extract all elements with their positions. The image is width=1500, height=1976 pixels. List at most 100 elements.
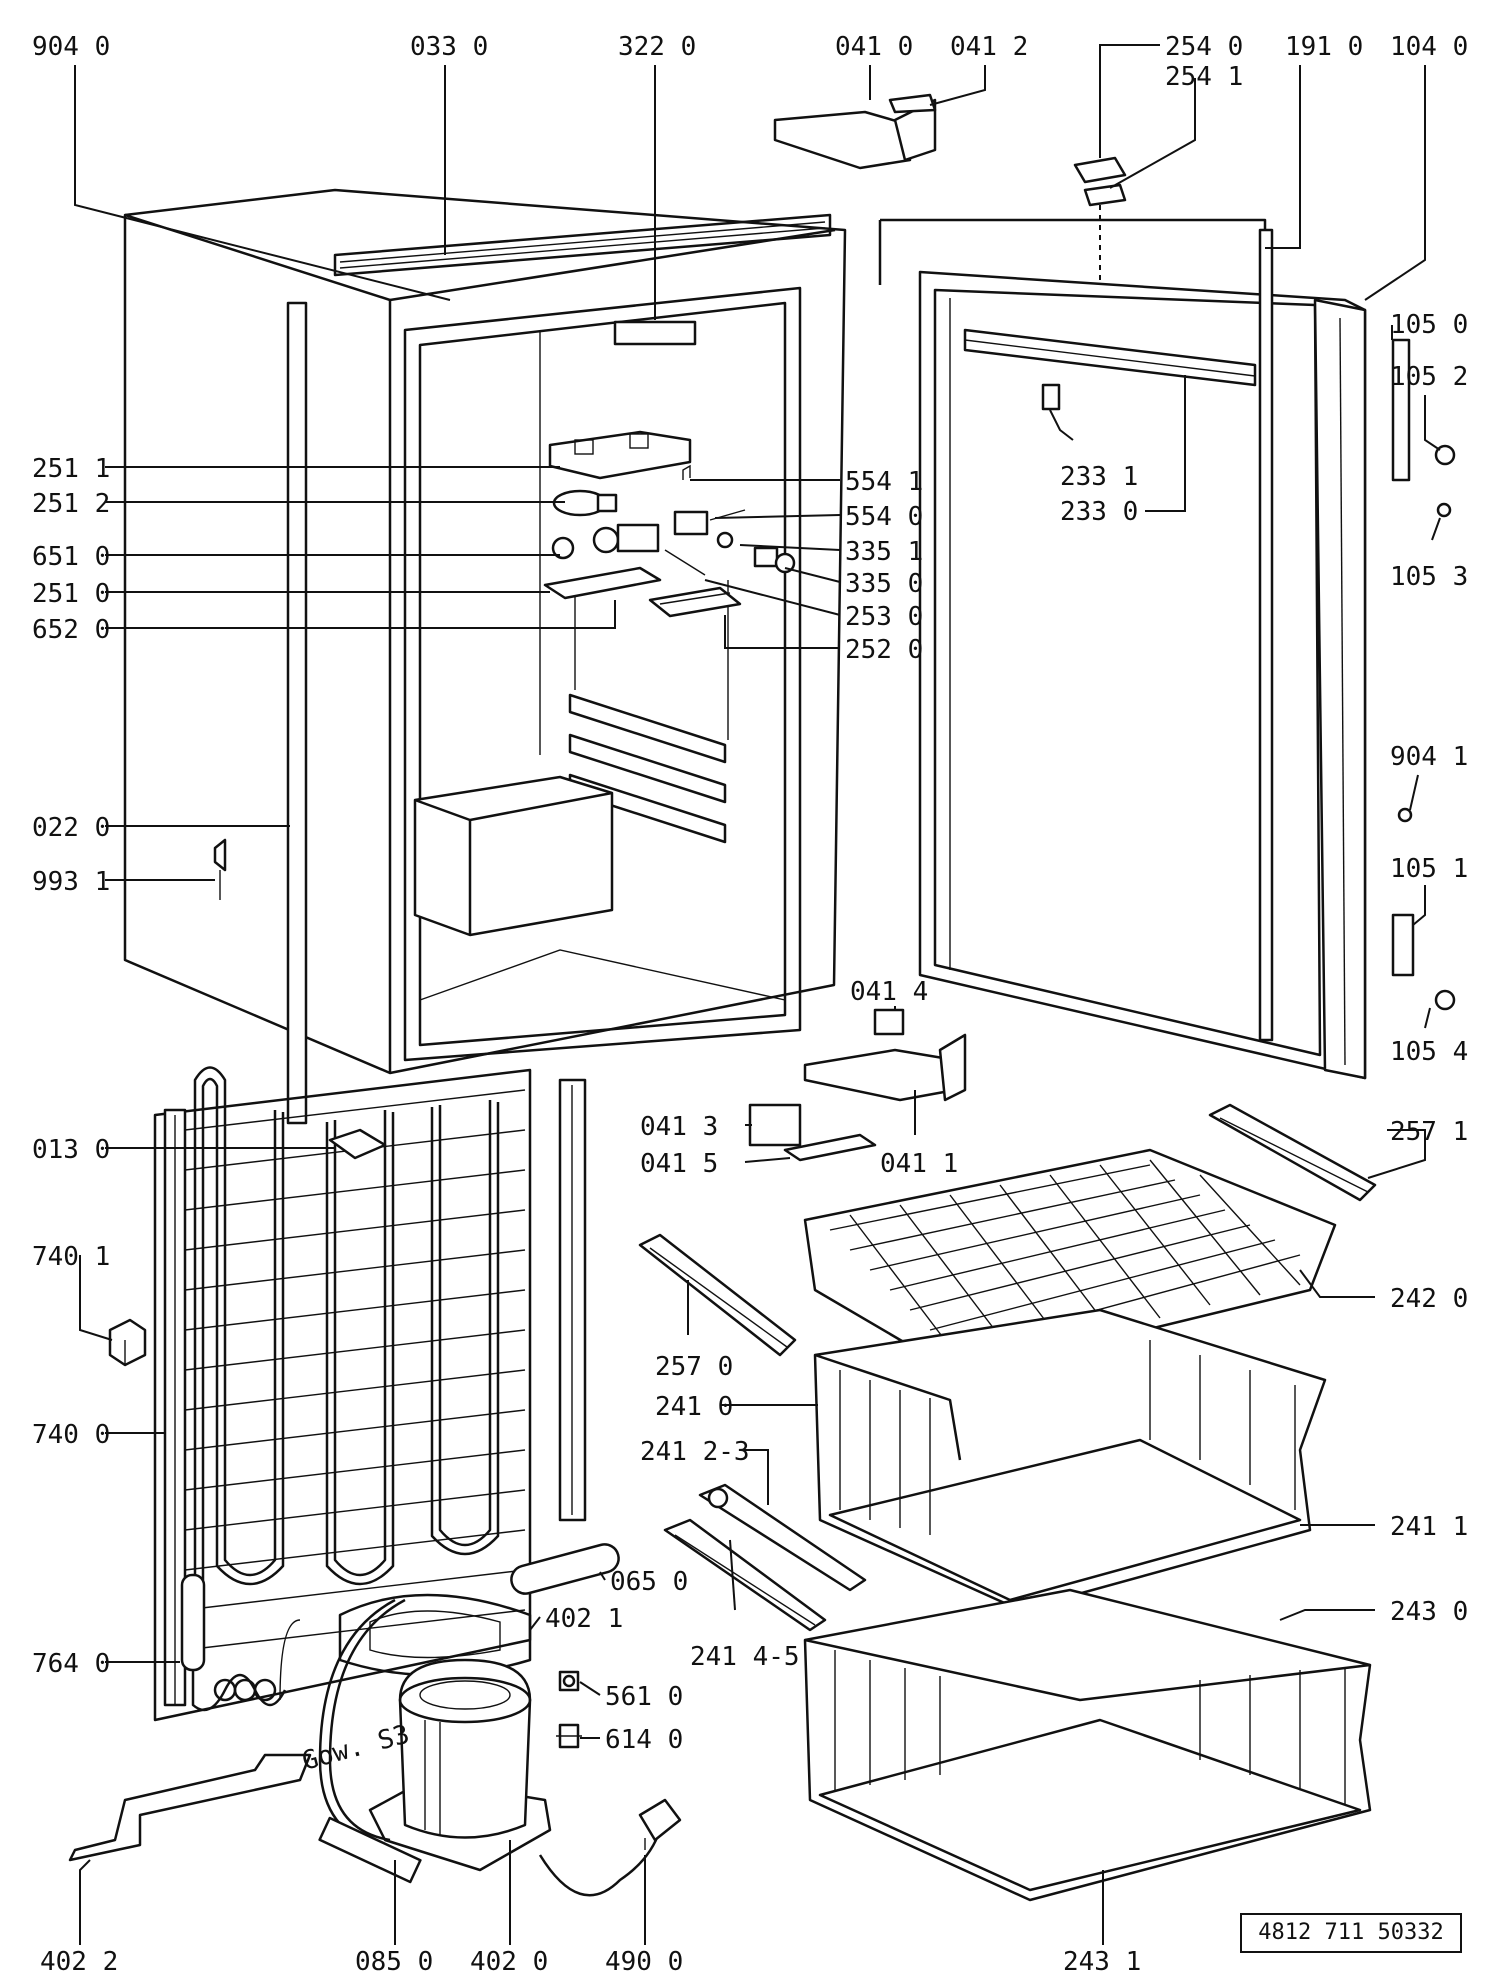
- cover-041-4: [873, 1008, 905, 1036]
- label-554-1: 554 1: [845, 467, 923, 497]
- label-254-0: 254 0: [1165, 32, 1243, 62]
- label-241-1: 241 1: [1390, 1512, 1468, 1542]
- power-cord-490: [538, 1798, 682, 1897]
- label-041-3: 041 3: [640, 1112, 718, 1142]
- label-252-0: 252 0: [845, 635, 923, 665]
- label-740-1: 740 1: [32, 1242, 110, 1272]
- hinge-105-0: [1391, 338, 1411, 482]
- lamp-cover: [543, 566, 662, 600]
- label-241-0: 241 0: [655, 1392, 733, 1422]
- drier-filter-764: [180, 1573, 287, 1712]
- label-490-0: 490 0: [605, 1947, 683, 1976]
- door-rail-233: [963, 328, 1257, 387]
- runner-241-4-5: [663, 1518, 827, 1632]
- label-191-0: 191 0: [1285, 32, 1363, 62]
- label-242-0: 242 0: [1390, 1284, 1468, 1314]
- thermostat-housing: [548, 430, 692, 480]
- door-gasket-191: [1258, 228, 1274, 1042]
- label-041-4: 041 4: [850, 977, 928, 1007]
- label-233-1: 233 1: [1060, 462, 1138, 492]
- relay-614: [556, 1723, 582, 1749]
- condenser: [108, 1066, 587, 1722]
- plug-904-1: [1397, 807, 1413, 823]
- cover-041-5: [783, 1133, 877, 1162]
- label-651-0: 651 0: [32, 542, 110, 572]
- label-041-1: 041 1: [880, 1149, 958, 1179]
- hinge-105-1: [1391, 913, 1415, 977]
- label-904-1: 904 1: [1390, 742, 1468, 772]
- bolt-561: [558, 1670, 580, 1692]
- label-105-2: 105 2: [1390, 362, 1468, 392]
- label-241-4-5: 241 4-5: [690, 1642, 800, 1672]
- label-764-0: 764 0: [32, 1649, 110, 1679]
- hinge-041-1: [803, 1008, 967, 1102]
- compressor-marking: Gow. S3: [299, 1719, 413, 1776]
- hinge-plate-322: [613, 320, 697, 346]
- label-041-2: 041 2: [950, 32, 1028, 62]
- label-251-0: 251 0: [32, 579, 110, 609]
- label-335-1: 335 1: [845, 537, 923, 567]
- runner-257-1: [1208, 1103, 1377, 1202]
- label-041-0: 041 0: [835, 32, 913, 62]
- label-402-1: 402 1: [545, 1604, 623, 1634]
- label-257-1: 257 1: [1390, 1117, 1468, 1147]
- hinge-041-0: [773, 93, 937, 170]
- label-022-0: 022 0: [32, 813, 110, 843]
- label-105-4: 105 4: [1390, 1037, 1468, 1067]
- label-085-0: 085 0: [355, 1947, 433, 1976]
- label-254-1: 254 1: [1165, 62, 1243, 92]
- label-253-0: 253 0: [845, 602, 923, 632]
- bracket-402-2: [68, 1753, 312, 1862]
- label-104-0: 104 0: [1390, 32, 1468, 62]
- label-243-1: 243 1: [1063, 1947, 1141, 1976]
- drawer-243: [803, 1588, 1372, 1902]
- basket-242: [803, 1148, 1337, 1377]
- screw-993: [213, 838, 227, 900]
- screw-105-2: [1434, 444, 1456, 466]
- runner-257-0: [638, 1233, 797, 1357]
- screw-105-4: [1434, 989, 1456, 1011]
- label-993-1: 993 1: [32, 867, 110, 897]
- clip-233-1: [1041, 383, 1061, 411]
- handle-254: [1073, 156, 1127, 280]
- runner-241-2-3: [698, 1483, 867, 1592]
- label-065-0: 065 0: [610, 1567, 688, 1597]
- drawer-241: [813, 1308, 1327, 1612]
- cover-041-3: [748, 1103, 802, 1147]
- label-561-0: 561 0: [605, 1682, 683, 1712]
- label-257-0: 257 0: [655, 1352, 733, 1382]
- lamp-socket: [551, 523, 706, 576]
- part-labels: 904 0 033 0 322 0 041 0 041 2 254 0 254 …: [32, 32, 1468, 1976]
- label-402-0: 402 0: [470, 1947, 548, 1976]
- label-652-0: 652 0: [32, 615, 110, 645]
- label-013-0: 013 0: [32, 1135, 110, 1165]
- clip-013: [328, 1128, 387, 1160]
- label-041-5: 041 5: [640, 1149, 718, 1179]
- compressor-dome: [398, 1658, 532, 1839]
- label-241-2-3: 241 2-3: [640, 1437, 750, 1467]
- thermostat-body: [673, 464, 796, 574]
- edge-strip-022: [286, 301, 308, 1125]
- document-number: 4812 711 50332: [1240, 1913, 1462, 1953]
- label-243-0: 243 0: [1390, 1597, 1468, 1627]
- label-335-0: 335 0: [845, 569, 923, 599]
- label-033-0: 033 0: [410, 32, 488, 62]
- tube-065: [510, 1543, 620, 1595]
- leader-lines: [74, 44, 1441, 1945]
- door: [748, 93, 1456, 1162]
- label-105-3: 105 3: [1390, 562, 1468, 592]
- label-105-1: 105 1: [1390, 854, 1468, 884]
- label-614-0: 614 0: [605, 1725, 683, 1755]
- clip-740-1: [108, 1318, 147, 1367]
- label-105-0: 105 0: [1390, 310, 1468, 340]
- label-554-0: 554 0: [845, 502, 923, 532]
- screw-105-3: [1436, 502, 1452, 518]
- label-251-2: 251 2: [32, 489, 110, 519]
- label-251-1: 251 1: [32, 454, 110, 484]
- label-740-0: 740 0: [32, 1420, 110, 1450]
- label-233-0: 233 0: [1060, 497, 1138, 527]
- label-402-2: 402 2: [40, 1947, 118, 1976]
- label-322-0: 322 0: [618, 32, 696, 62]
- cabinet: [123, 188, 847, 1125]
